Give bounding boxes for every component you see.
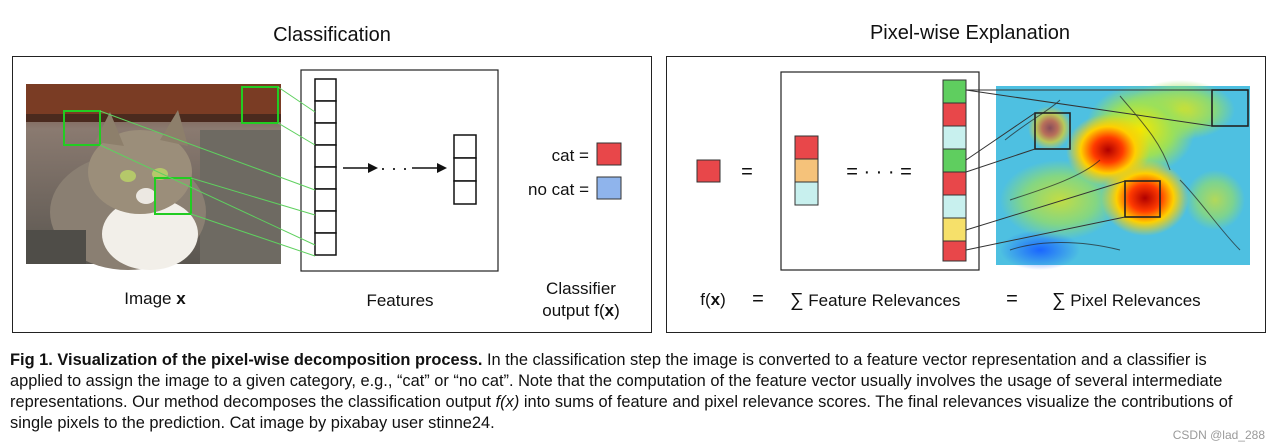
relevance-column-small [794, 135, 819, 206]
feature-vector-column [314, 78, 337, 256]
output-red-swatch [696, 159, 721, 183]
pixel-relevance-heatmap [996, 80, 1250, 270]
caption-fig-label: Fig 1. [10, 351, 53, 369]
figure-caption: Fig 1. Visualization of the pixel-wise d… [10, 350, 1260, 434]
classifier-fx-var: x [604, 301, 615, 320]
output-column [453, 134, 477, 205]
features-box [300, 69, 499, 272]
pixelwise-explanation-panel [666, 56, 1266, 333]
equation-equals-1: = [752, 288, 764, 310]
features-label: Features [366, 291, 434, 310]
classifier-line2: output f(x) [526, 300, 636, 322]
pixelwise-explanation-title: Pixel-wise Explanation [869, 22, 1071, 44]
feature-dots: · · · [380, 158, 408, 178]
feature-mapping-lines [99, 86, 316, 257]
feature-relevances-text: Feature Relevances [808, 291, 961, 310]
arrow-to-dots [343, 163, 447, 173]
classification-title: Classification [273, 24, 391, 46]
image-x-var: x [176, 289, 186, 308]
nocat-label: no cat = [528, 180, 589, 199]
classifier-fx-prefix: output f( [542, 301, 605, 320]
classifier-line1: Classifier [546, 279, 616, 298]
pixel-relevances-text: Pixel Relevances [1070, 291, 1201, 310]
relevance-dots: = · · · = [846, 161, 912, 183]
equation-equals-2: = [1006, 288, 1018, 310]
caption-text-b: into sums of feature and pixel relevance… [10, 393, 1233, 432]
relevance-column-large [942, 79, 967, 262]
diagram-graphics: · · · cat = no cat = = = · · · = [26, 69, 1250, 272]
caption-text-a: In the classification step the image is … [10, 351, 1223, 411]
classifier-output-label: Classifier output f(x) [526, 278, 636, 322]
first-equals: = [741, 161, 753, 183]
classification-panel [12, 56, 652, 333]
eq-fx-var: x [710, 290, 721, 309]
feature-relevance-box [780, 71, 980, 271]
nocat-swatch [596, 176, 622, 200]
cat-swatch [596, 142, 622, 166]
cat-highlight-boxes [63, 86, 279, 215]
classifier-fx-suffix: ) [614, 301, 620, 320]
sum-symbol-feature: ∑ [790, 290, 804, 311]
equation-fx: f(x) [688, 290, 738, 310]
equation-feature-relevances: ∑ Feature Relevances [790, 290, 990, 312]
watermark: CSDN @lad_288 [1172, 428, 1265, 442]
image-x-text: Image [124, 289, 177, 308]
image-x-label: Image x [100, 289, 210, 309]
eq-fx-suffix: ) [720, 290, 726, 309]
caption-bold-title: Visualization of the pixel-wise decompos… [57, 351, 483, 369]
sum-symbol-pixel: ∑ [1052, 290, 1066, 311]
caption-fx: f(x) [495, 393, 520, 411]
eq-fx-prefix: f( [700, 290, 711, 309]
relevance-mapping-lines [965, 89, 1213, 251]
equation-pixel-relevances: ∑ Pixel Relevances [1052, 290, 1232, 312]
cat-label: cat = [552, 146, 589, 165]
